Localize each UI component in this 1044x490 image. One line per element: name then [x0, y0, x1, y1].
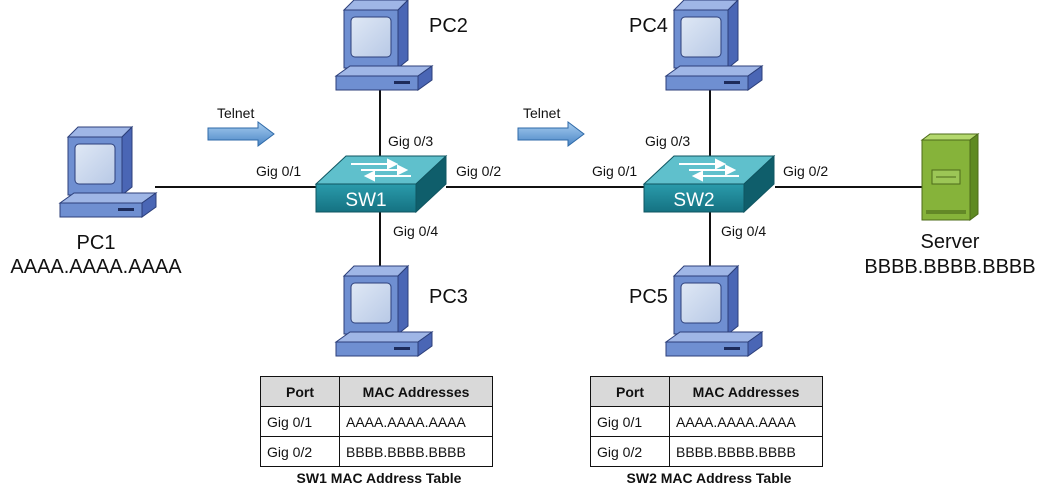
sw2-mac-table: Port MAC Addresses Gig 0/1 AAAA.AAAA.AAA…: [590, 376, 823, 467]
server-icon: [920, 133, 980, 221]
telnet-label-2: Telnet: [523, 105, 560, 121]
telnet-arrow-icon: [207, 121, 275, 147]
table-row: Gig 0/2 BBBB.BBBB.BBBB: [260, 436, 493, 467]
pc1-icon: [59, 126, 157, 218]
mac-column-header: MAC Addresses: [339, 376, 493, 407]
sw2-port-g04-label: Gig 0/4: [721, 223, 766, 239]
sw2-port-g02-label: Gig 0/2: [783, 163, 828, 179]
server-mac-label: BBBB.BBBB.BBBB: [864, 256, 1035, 278]
pc3-icon: [335, 265, 433, 357]
telnet-label-1: Telnet: [217, 105, 254, 121]
port-cell: Gig 0/1: [260, 406, 340, 437]
pc5-label: PC5: [629, 286, 668, 308]
sw1-table-caption: SW1 MAC Address Table: [296, 470, 462, 486]
sw1-port-g04-label: Gig 0/4: [393, 223, 438, 239]
sw2-port-g01-label: Gig 0/1: [592, 163, 637, 179]
sw2-port-g03-label: Gig 0/3: [645, 133, 690, 149]
port-column-header: Port: [260, 376, 340, 407]
sw1-port-g01-label: Gig 0/1: [256, 163, 301, 179]
port-column-header: Port: [590, 376, 670, 407]
port-cell: Gig 0/2: [590, 436, 670, 467]
sw1-port-g02-label: Gig 0/2: [456, 163, 501, 179]
mac-cell: BBBB.BBBB.BBBB: [669, 436, 823, 467]
server-label: Server: [921, 231, 980, 253]
telnet-arrow-icon: [517, 121, 585, 147]
mac-cell: AAAA.AAAA.AAAA: [669, 406, 823, 437]
pc1-label: PC1: [77, 232, 116, 254]
sw1-mac-table: Port MAC Addresses Gig 0/1 AAAA.AAAA.AAA…: [260, 376, 493, 467]
network-links: [155, 90, 924, 270]
port-cell: Gig 0/1: [590, 406, 670, 437]
pc2-icon: [335, 0, 433, 91]
sw2-table-caption: SW2 MAC Address Table: [626, 470, 792, 486]
pc2-label: PC2: [429, 15, 468, 37]
sw2-label: SW2: [673, 190, 714, 211]
pc1-mac-label: AAAA.AAAA.AAAA: [10, 256, 182, 278]
table-row: Gig 0/2 BBBB.BBBB.BBBB: [590, 436, 823, 467]
table-header-row: Port MAC Addresses: [260, 376, 493, 407]
table-header-row: Port MAC Addresses: [590, 376, 823, 407]
pc5-icon: [665, 265, 763, 357]
port-cell: Gig 0/2: [260, 436, 340, 467]
pc4-label: PC4: [629, 15, 668, 37]
table-row: Gig 0/1 AAAA.AAAA.AAAA: [260, 406, 493, 437]
pc3-label: PC3: [429, 286, 468, 308]
mac-cell: AAAA.AAAA.AAAA: [339, 406, 493, 437]
mac-cell: BBBB.BBBB.BBBB: [339, 436, 493, 467]
sw1-port-g03-label: Gig 0/3: [388, 133, 433, 149]
pc4-icon: [665, 0, 763, 91]
mac-column-header: MAC Addresses: [669, 376, 823, 407]
sw1-label: SW1: [345, 190, 386, 211]
table-row: Gig 0/1 AAAA.AAAA.AAAA: [590, 406, 823, 437]
